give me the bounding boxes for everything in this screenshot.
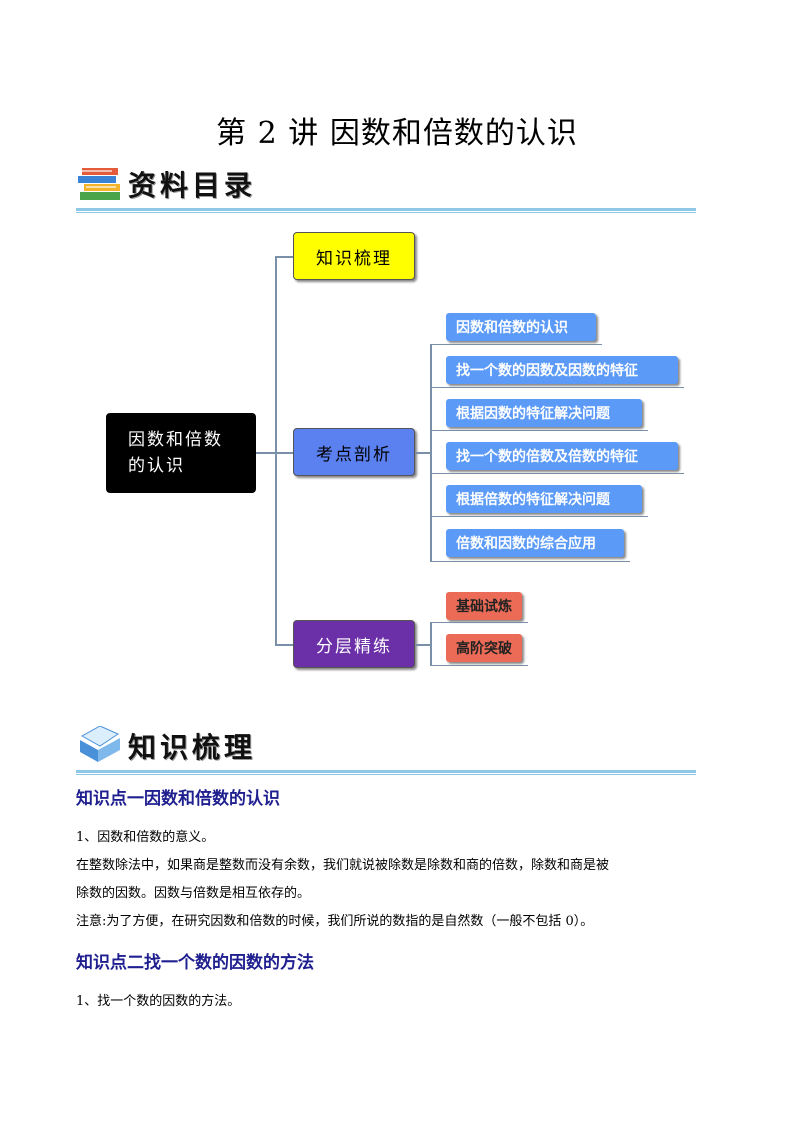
- divider: [76, 212, 696, 213]
- branch-practice[interactable]: 分层精练: [293, 620, 415, 668]
- paragraph-line: 除数的因数。因数与倍数是相互依存的。: [76, 886, 311, 901]
- exam-item[interactable]: 因数和倍数的认识: [446, 313, 596, 341]
- exam-item[interactable]: 倍数和因数的综合应用: [446, 529, 624, 557]
- connector: [415, 644, 431, 646]
- connector: [430, 344, 432, 562]
- mindmap-root[interactable]: 因数和倍数的认识: [106, 413, 256, 493]
- toc-header-label: 资料目录: [128, 169, 257, 202]
- exam-item[interactable]: 根据因数的特征解决问题: [446, 399, 642, 427]
- open-book-icon: [76, 725, 124, 766]
- toc-section-header: 资料目录: [76, 162, 696, 213]
- knowledge-point-title: 知识点二找一个数的因数的方法: [76, 953, 314, 973]
- exam-item-label: 找一个数的倍数及倍数的特征: [456, 449, 638, 465]
- connector: [430, 387, 684, 388]
- exam-item[interactable]: 找一个数的倍数及倍数的特征: [446, 442, 678, 470]
- connector: [275, 452, 293, 454]
- exam-item[interactable]: 找一个数的因数及因数的特征: [446, 356, 678, 384]
- practice-item-label: 基础试炼: [456, 599, 512, 615]
- divider: [76, 770, 696, 773]
- connector: [430, 473, 684, 474]
- practice-item[interactable]: 基础试炼: [446, 592, 522, 620]
- exam-item-label: 因数和倍数的认识: [456, 320, 568, 336]
- connector: [256, 452, 276, 454]
- branch-exam-points[interactable]: 考点剖析: [293, 428, 415, 476]
- exam-item[interactable]: 根据倍数的特征解决问题: [446, 485, 642, 513]
- practice-item[interactable]: 高阶突破: [446, 634, 522, 662]
- knowledge-section-header: 知识梳理: [76, 724, 696, 775]
- exam-item-label: 根据因数的特征解决问题: [456, 406, 610, 422]
- exam-item-label: 找一个数的因数及因数的特征: [456, 363, 638, 379]
- paragraph-line: 1、因数和倍数的意义。: [76, 830, 215, 845]
- branch-knowledge[interactable]: 知识梳理: [293, 232, 415, 280]
- paragraph-line: 注意:为了方便，在研究因数和倍数的时候，我们所说的数指的是自然数（一般不包括 0…: [76, 914, 594, 929]
- paragraph-line: 1、找一个数的因数的方法。: [76, 994, 241, 1009]
- practice-item-label: 高阶突破: [456, 641, 512, 657]
- connector: [430, 665, 528, 666]
- divider: [76, 774, 696, 775]
- connector: [430, 622, 432, 666]
- connector: [415, 452, 431, 454]
- exam-item-label: 倍数和因数的综合应用: [456, 536, 596, 552]
- connector: [430, 430, 648, 431]
- knowledge-header-label: 知识梳理: [128, 731, 257, 764]
- connector: [430, 516, 648, 517]
- books-icon: [76, 164, 124, 204]
- knowledge-point-body: 1、找一个数的因数的方法。: [76, 988, 726, 1016]
- connector: [275, 256, 293, 258]
- exam-item-label: 根据倍数的特征解决问题: [456, 492, 610, 508]
- page-title: 第 2 讲 因数和倍数的认识: [216, 116, 578, 151]
- connector: [430, 344, 602, 345]
- branch-label: 考点剖析: [316, 444, 392, 465]
- paragraph-line: 在整数除法中，如果商是整数而没有余数，我们就说被除数是除数和商的倍数，除数和商是…: [76, 858, 610, 873]
- connector: [275, 256, 277, 646]
- knowledge-point-title: 知识点一因数和倍数的认识: [76, 789, 280, 809]
- mindmap-root-label: 因数和倍数的认识: [128, 430, 223, 476]
- connector: [275, 644, 293, 646]
- branch-label: 知识梳理: [316, 248, 392, 269]
- connector: [430, 622, 528, 623]
- connector: [430, 561, 630, 562]
- knowledge-point-body: 1、因数和倍数的意义。 在整数除法中，如果商是整数而没有余数，我们就说被除数是除…: [76, 824, 726, 936]
- branch-label: 分层精练: [316, 636, 392, 657]
- divider: [76, 208, 696, 211]
